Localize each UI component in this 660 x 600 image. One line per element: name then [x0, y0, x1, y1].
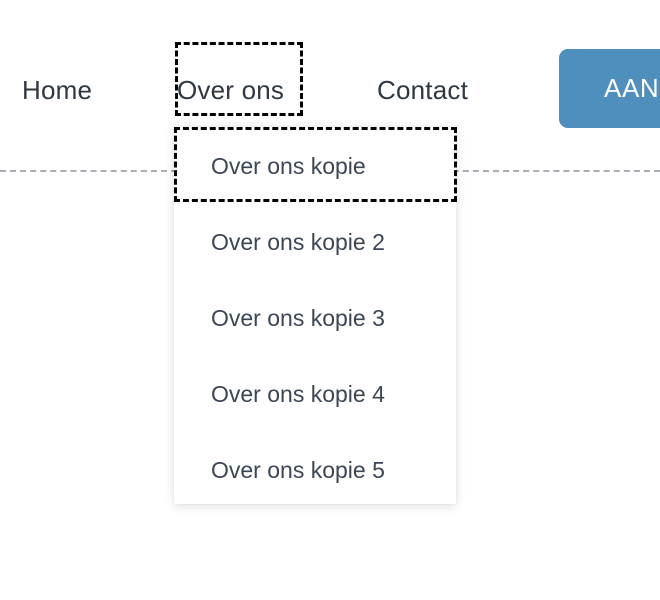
- nav-item-over-ons[interactable]: Over ons: [177, 75, 285, 105]
- dropdown-menu-over-ons[interactable]: Over ons kopie Over ons kopie 2 Over ons…: [174, 127, 456, 504]
- nav-item-home[interactable]: Home: [22, 75, 93, 105]
- dropdown-item-over-ons-kopie-4[interactable]: Over ons kopie 4: [211, 381, 385, 407]
- dropdown-item-over-ons-kopie[interactable]: Over ons kopie: [211, 153, 366, 179]
- dropdown-item-over-ons-kopie-2[interactable]: Over ons kopie 2: [211, 229, 385, 255]
- nav-item-contact[interactable]: Contact: [377, 75, 469, 105]
- dropdown-item-over-ons-kopie-5[interactable]: Over ons kopie 5: [211, 457, 385, 483]
- main-navigation: Home Over ons Contact AANMELDEN: [0, 42, 660, 137]
- aanmelden-button[interactable]: AANMELDEN: [559, 49, 660, 128]
- dropdown-item-over-ons-kopie-3[interactable]: Over ons kopie 3: [211, 305, 385, 331]
